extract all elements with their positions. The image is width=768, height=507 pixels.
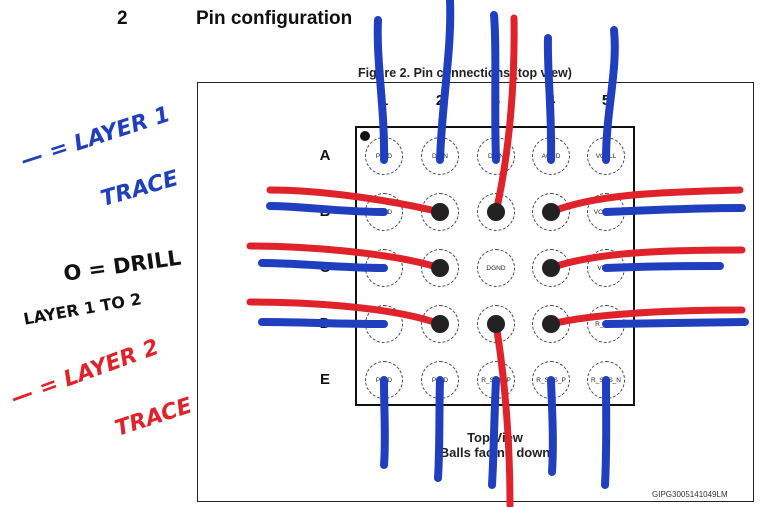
- column-label: 5: [601, 92, 611, 109]
- ball-pin-label: VCELL: [595, 152, 617, 160]
- ball-pin-label: DCIN: [432, 152, 448, 160]
- column-label: 4: [546, 92, 556, 109]
- ball-pin: VCELL: [587, 137, 625, 175]
- ball-pin-label: AGND: [541, 152, 561, 160]
- ball-pin: PMID: [365, 361, 403, 399]
- ball-pin: [532, 193, 570, 231]
- ball-pin: R_SNS_N: [587, 361, 625, 399]
- column-label: 3: [491, 92, 501, 109]
- ball-pin: DCIN: [477, 137, 515, 175]
- ball-pin: PMID: [365, 193, 403, 231]
- ball-pin: [532, 305, 570, 343]
- section-number: 2: [117, 8, 128, 29]
- ball-pin-label: PMID: [375, 376, 393, 384]
- ball-pin-label: DGND: [486, 264, 506, 272]
- row-label: E: [319, 371, 330, 388]
- figure-frame: [197, 82, 754, 502]
- pin1-marker-icon: [360, 131, 370, 141]
- note-layer2-line1: — = LAYER 2: [8, 334, 163, 412]
- ball-pin-label: PMID: [375, 152, 393, 160]
- ball-pin-label: PMID: [431, 376, 449, 384]
- ball-pin: [477, 193, 515, 231]
- figure-caption: Figure 2. Pin connections (top view): [358, 66, 572, 80]
- ball-pin: VREF: [587, 249, 625, 287]
- ball-pin: R_SNS: [587, 305, 625, 343]
- row-label: B: [319, 203, 331, 220]
- section-title: Pin configuration: [196, 8, 353, 29]
- ball-pin-label: VCELL+: [593, 208, 619, 216]
- ball-pin: DGND: [477, 249, 515, 287]
- note-drill-line1: O = DRILL: [62, 245, 183, 286]
- note-layer1-line2: TRACE: [98, 166, 182, 213]
- note-layer1-line1: — = LAYER 1: [18, 102, 174, 174]
- ball-pin: R_SNS_P: [532, 361, 570, 399]
- ball-pin: DCIN: [421, 137, 459, 175]
- column-label: 1: [379, 92, 389, 109]
- top-view-title: Top View: [467, 430, 523, 445]
- column-label: 2: [435, 92, 445, 109]
- ball-pin: [421, 249, 459, 287]
- ball-pin: AGND: [532, 137, 570, 175]
- ball-pin: [365, 305, 403, 343]
- note-drill-line2: LAYER 1 TO 2: [22, 289, 143, 329]
- ball-pin: VCELL+: [587, 193, 625, 231]
- top-view-label: Top View (Balls facing down): [430, 430, 560, 460]
- ball-pin-label: R_SNS_P: [481, 376, 511, 384]
- ball-pin: PMID: [421, 361, 459, 399]
- ball-pin-label: VREF: [597, 264, 615, 272]
- ball-pin-label: DCIN: [488, 152, 504, 160]
- row-label: D: [319, 315, 331, 332]
- row-label: C: [319, 259, 331, 276]
- ball-pin-label: R_SNS: [595, 320, 617, 328]
- ball-pin-label: R_SNS_N: [591, 376, 621, 384]
- ball-pin: [365, 249, 403, 287]
- ball-pin: PMID: [365, 137, 403, 175]
- figure-id: GIPG3005141049LM: [652, 490, 728, 499]
- ball-pin: [532, 249, 570, 287]
- note-layer2-line2: TRACE: [112, 393, 196, 442]
- top-view-subtitle: (Balls facing down): [435, 445, 555, 460]
- ball-pin: [477, 305, 515, 343]
- ball-pin-label: PMID: [375, 208, 393, 216]
- ball-pin: [421, 305, 459, 343]
- ball-pin: R_SNS_P: [477, 361, 515, 399]
- row-label: A: [319, 147, 331, 164]
- ball-pin-label: R_SNS_P: [536, 376, 566, 384]
- ball-pin: [421, 193, 459, 231]
